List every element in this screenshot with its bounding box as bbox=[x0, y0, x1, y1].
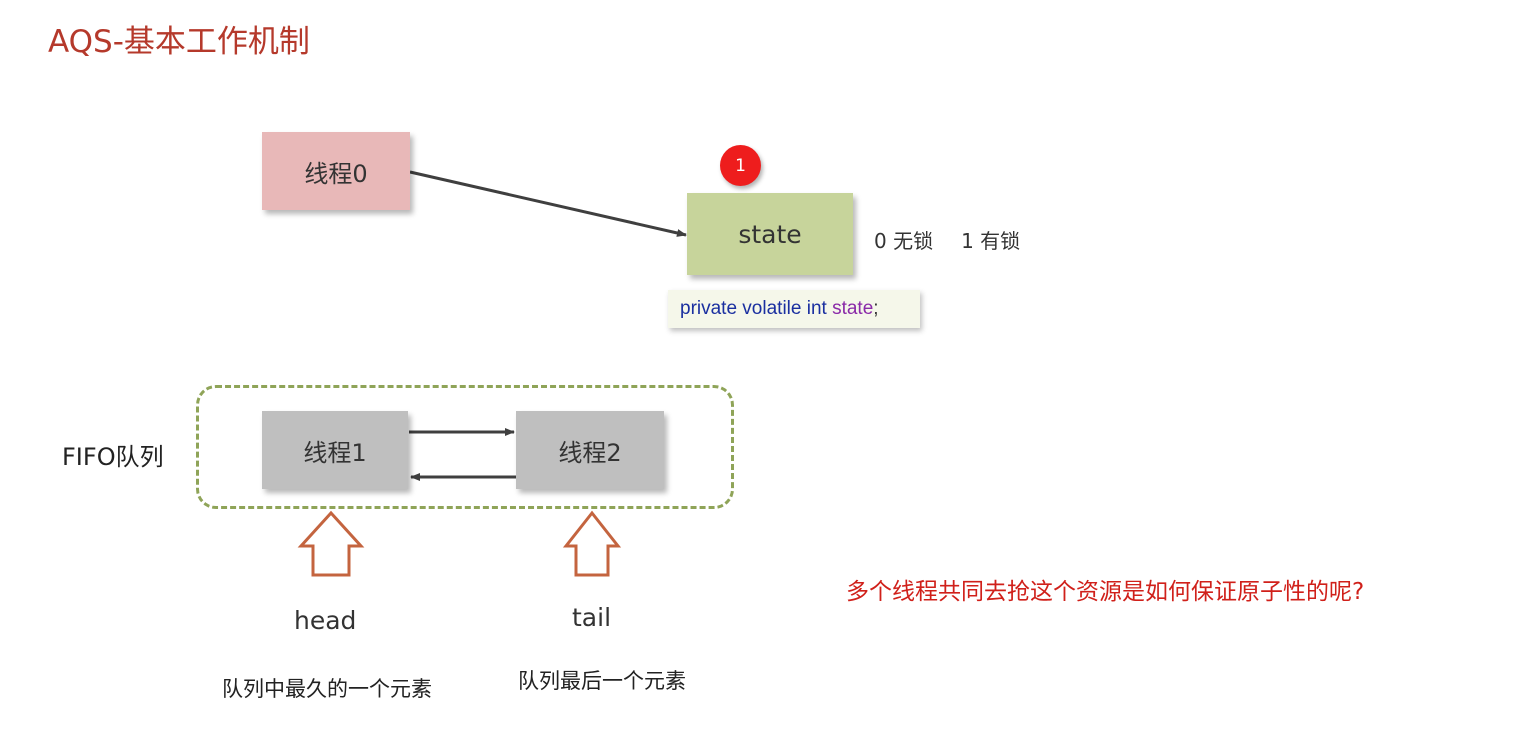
fifo-queue-container bbox=[196, 385, 734, 509]
tail-description: 队列最后一个元素 bbox=[518, 669, 686, 693]
step-badge: 1 bbox=[720, 145, 761, 186]
thread1-label: 线程1 bbox=[303, 438, 367, 467]
tail-label: tail bbox=[572, 603, 612, 632]
atomicity-question: 多个线程共同去抢这个资源是如何保证原子性的呢? bbox=[846, 579, 1365, 605]
head-description: 队列中最久的一个元素 bbox=[222, 677, 432, 701]
code-terminator: ; bbox=[873, 298, 879, 319]
thread2-label: 线程2 bbox=[558, 438, 622, 467]
head-up-arrow-icon bbox=[297, 510, 365, 577]
tail-up-arrow-icon bbox=[562, 510, 622, 577]
state-box: state bbox=[687, 193, 853, 275]
thread0-to-state-arrow bbox=[409, 170, 687, 237]
code-modifiers: private volatile int bbox=[680, 298, 833, 319]
state-legend-locked: 1 有锁 bbox=[961, 229, 1021, 253]
thread1-box: 线程1 bbox=[262, 411, 408, 489]
thread0-label: 线程0 bbox=[304, 159, 368, 188]
fifo-queue-label: FIFO队列 bbox=[62, 443, 164, 471]
thread0-box: 线程0 bbox=[262, 132, 410, 210]
code-variable: state bbox=[832, 298, 874, 319]
page-title: AQS-基本工作机制 bbox=[48, 24, 310, 60]
state-declaration-code: private volatile int state ; bbox=[668, 290, 920, 328]
state-label: state bbox=[738, 219, 802, 249]
thread2-box: 线程2 bbox=[516, 411, 664, 489]
state-legend: 0 无锁 1 有锁 bbox=[874, 225, 1020, 254]
head-label: head bbox=[294, 606, 357, 635]
state-legend-unlocked: 0 无锁 bbox=[874, 229, 934, 253]
